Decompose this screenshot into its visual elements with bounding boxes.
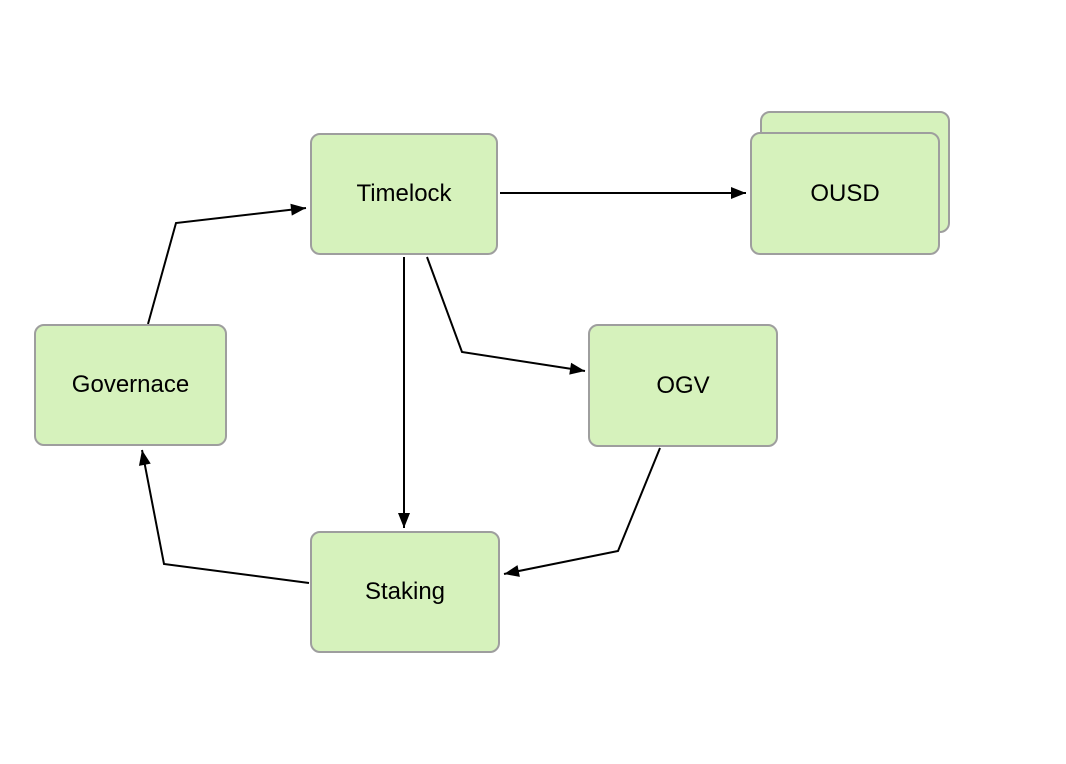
edge-timelock-to-ogv	[426, 256, 586, 375]
node-staking: Staking	[310, 531, 500, 653]
node-timelock: Timelock	[310, 133, 498, 255]
edge-governace-to-timelock	[147, 203, 307, 325]
node-staking-label: Staking	[364, 578, 446, 605]
node-governace: Governace	[34, 324, 227, 446]
node-ogv: OGV	[588, 324, 778, 447]
node-ogv-label: OGV	[656, 371, 710, 399]
node-timelock-label: Timelock	[356, 180, 452, 207]
node-ousd-label: OUSD	[810, 179, 880, 207]
node-governace-label: Governace	[71, 371, 190, 398]
node-ousd: OUSD	[750, 132, 940, 255]
edge-staking-to-governace	[138, 449, 310, 584]
edge-ogv-to-staking	[503, 447, 661, 577]
